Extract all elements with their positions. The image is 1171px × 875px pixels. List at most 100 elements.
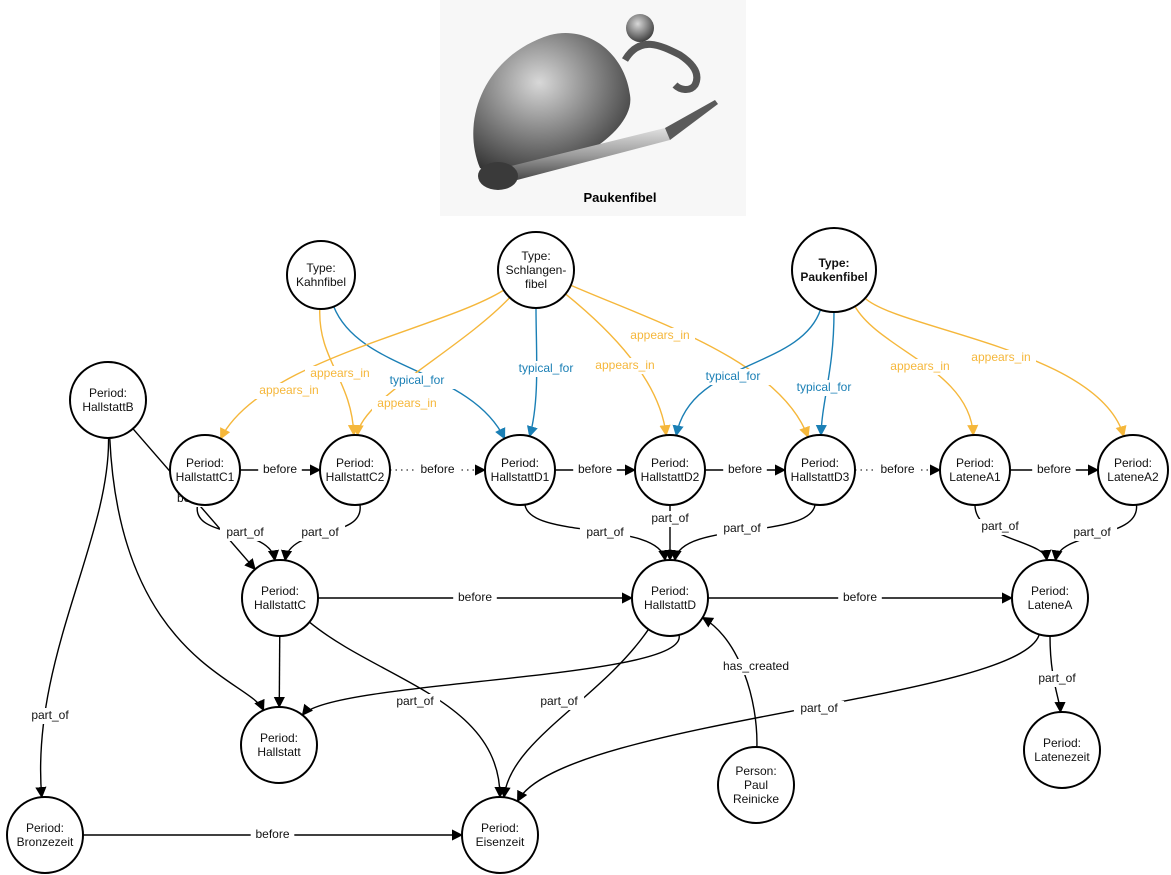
edge-label-background <box>974 519 1026 535</box>
edge-label-background <box>966 350 1036 366</box>
node-label-line: Kahnfibel <box>296 275 346 289</box>
node-circle <box>717 746 795 824</box>
node-label-line: Period: <box>651 456 689 470</box>
node-label-line: Eisenzeit <box>476 835 525 849</box>
edge-label-before: before <box>420 462 454 476</box>
edge-label-background <box>1066 525 1118 541</box>
edge-label-background <box>453 590 497 606</box>
node-hallstattC2: Period:HallstattC2 <box>319 434 391 506</box>
edge-label-background <box>24 708 76 724</box>
node-label-line: HallstattC <box>254 598 306 612</box>
edge-label-part-of: part_of <box>723 521 761 535</box>
edge-part-of-hallstattB-bronzezeit <box>35 437 110 799</box>
edge-label-typical-for: typical_for <box>797 380 852 394</box>
edge-part-of-lateneA-eisenzeit <box>516 634 1040 803</box>
edge-label-appears-in: appears_in <box>595 358 654 372</box>
edge-label-background <box>378 373 456 389</box>
edge-label-before: before <box>1037 462 1071 476</box>
node-label-line: HallstattD1 <box>491 470 550 484</box>
edges-layer <box>35 284 1138 841</box>
edge-label-background <box>305 366 375 382</box>
node-circle <box>634 434 706 506</box>
edge-appears-in-schlangenfibel-hallstattC2 <box>352 297 511 437</box>
edge-label-before: before <box>843 590 877 604</box>
node-label-line: HallstattD3 <box>791 470 850 484</box>
edge-label-background <box>717 659 795 675</box>
edge-labels-layer: appears_in typical_for appears_in appears_i… <box>24 328 1118 843</box>
node-hallstattD2: Period:HallstattD2 <box>634 434 706 506</box>
node-label-line: Period: <box>1031 584 1069 598</box>
edge-label-background <box>1031 671 1083 687</box>
node-label-line: Period: <box>651 584 689 598</box>
edge-typical-for-kahnfibel-hallstattD1 <box>333 306 506 440</box>
edge-label-appears-in: appears_in <box>890 359 949 373</box>
nodes-layer: Type:KahnfibelType:Schlangen-fibelType:P… <box>6 227 1169 874</box>
node-circle <box>939 434 1011 506</box>
node-label-line: Period: <box>1114 456 1152 470</box>
edge-label-background <box>838 590 882 606</box>
node-label-line: Period: <box>801 456 839 470</box>
edge-label-background <box>644 511 696 527</box>
edge-label-background <box>415 462 460 478</box>
edge-label-part-of: part_of <box>586 525 624 539</box>
edge-label-background <box>533 694 585 710</box>
node-hallstattD: Period:HallstattD <box>631 559 709 637</box>
edge-label-part-of: part_of <box>301 525 339 539</box>
node-eisenzeit: Period:Eisenzeit <box>461 796 539 874</box>
edge-label-before: before <box>255 827 289 841</box>
edge-label-background <box>507 361 585 377</box>
node-hallstattD1: Period:HallstattD1 <box>484 434 556 506</box>
node-label-line: Person: <box>735 764 776 778</box>
edge-label-part-of: part_of <box>396 694 434 708</box>
node-label-line: Type: <box>521 249 550 263</box>
node-label-line: Period: <box>261 584 299 598</box>
edge-label-appears-in: appears_in <box>630 328 689 342</box>
node-hallstattD3: Period:HallstattD3 <box>784 434 856 506</box>
edge-label-background <box>372 396 442 412</box>
node-circle <box>791 227 877 313</box>
photo-caption: Paukenfibel <box>583 190 657 205</box>
node-paukenfibel: Type:Paukenfibel <box>791 227 877 313</box>
edge-label-background <box>785 380 863 396</box>
node-label-line: HallstattC1 <box>176 470 235 484</box>
node-hallstatt: Period:Hallstatt <box>240 706 318 784</box>
node-label-line: Period: <box>260 731 298 745</box>
node-label-line: fibel <box>525 277 547 291</box>
node-label-line: Period: <box>186 456 224 470</box>
edge-label-part-of: part_of <box>800 701 838 715</box>
edge-label-part-of: part_of <box>1038 671 1076 685</box>
node-label-line: Period: <box>1043 736 1081 750</box>
node-circle <box>461 796 539 874</box>
edge-label-background <box>579 525 631 541</box>
edge-label-background <box>625 328 695 344</box>
edge-label-before: before <box>880 462 914 476</box>
node-label-line: HallstattB <box>82 400 133 414</box>
node-label-line: HallstattD <box>644 598 696 612</box>
edge-label-appears-in: appears_in <box>971 350 1030 364</box>
node-label-line: Type: <box>818 256 849 270</box>
edge-label-background <box>875 462 920 478</box>
node-lateneA1: Period:LateneA1 <box>939 434 1011 506</box>
edge-appears-in-schlangenfibel-hallstattC1 <box>220 289 505 440</box>
node-label-line: Period: <box>956 456 994 470</box>
edge-label-background <box>573 462 617 478</box>
node-latenezeit: Period:Latenezeit <box>1023 711 1101 789</box>
edge-label-part-of: part_of <box>540 694 578 708</box>
edge-label-before: before <box>728 462 762 476</box>
node-lateneA2: Period:LateneA2 <box>1097 434 1169 506</box>
edge-label-background <box>793 701 845 717</box>
node-bronzezeit: Period:Bronzezeit <box>6 796 84 874</box>
fibula-photo <box>440 0 746 216</box>
edge-appears-in-schlangenfibel-hallstattD3 <box>570 284 810 439</box>
edge-label-part-of: part_of <box>1073 525 1111 539</box>
edge-label-typical-for: typical_for <box>519 361 574 375</box>
edge-label-background <box>219 525 271 541</box>
edge-part-of-hallstattD-eisenzeit <box>499 628 650 799</box>
edge-typical-for-paukenfibel-hallstattD2 <box>672 309 822 437</box>
node-label-line: Period: <box>336 456 374 470</box>
node-label-line: Period: <box>481 821 519 835</box>
edge--hallstattD-hallstatt <box>301 634 680 716</box>
edge-label-background <box>694 369 772 385</box>
node-label-line: HallstattD2 <box>641 470 700 484</box>
